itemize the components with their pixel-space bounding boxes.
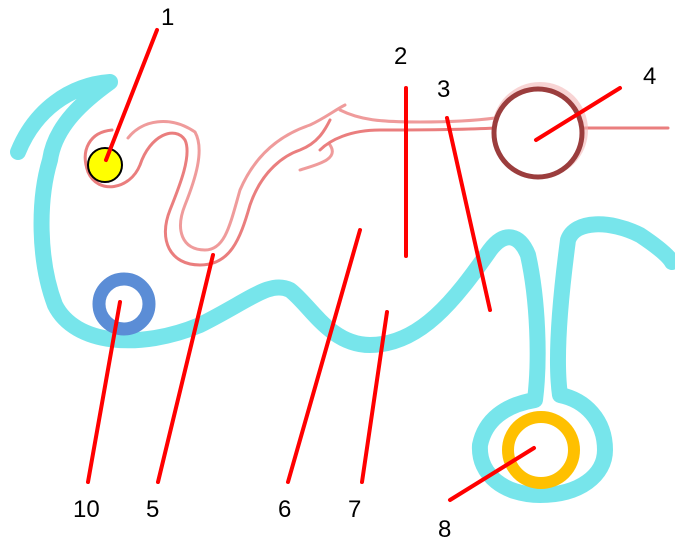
marker-1-dot: [87, 147, 123, 183]
label-6: 6: [278, 496, 292, 523]
marker-10-ring: [92, 272, 156, 336]
leader-lines: [86, 28, 622, 502]
leader-line-6: [286, 228, 362, 484]
leader-line-3: [445, 116, 492, 312]
label-3: 3: [437, 76, 451, 103]
label-7: 7: [348, 496, 362, 523]
leader-line-1: [104, 28, 159, 162]
leader-line-8: [448, 446, 536, 502]
marker-4-circle: [491, 86, 585, 180]
leader-line-10: [86, 300, 122, 484]
label-8: 8: [438, 516, 452, 543]
label-4: 4: [643, 63, 657, 90]
label-5: 5: [146, 496, 160, 523]
leader-line-4: [534, 86, 622, 142]
inner-tube-outline: [126, 103, 497, 252]
label-2: 2: [394, 43, 408, 70]
leader-line-7: [360, 310, 389, 484]
label-10: 10: [73, 496, 100, 523]
marker-8-ring: [502, 411, 580, 489]
leader-line-5: [156, 253, 215, 484]
outer-tube: [10, 74, 675, 503]
inner-tube: [83, 118, 670, 267]
label-1: 1: [161, 4, 175, 31]
